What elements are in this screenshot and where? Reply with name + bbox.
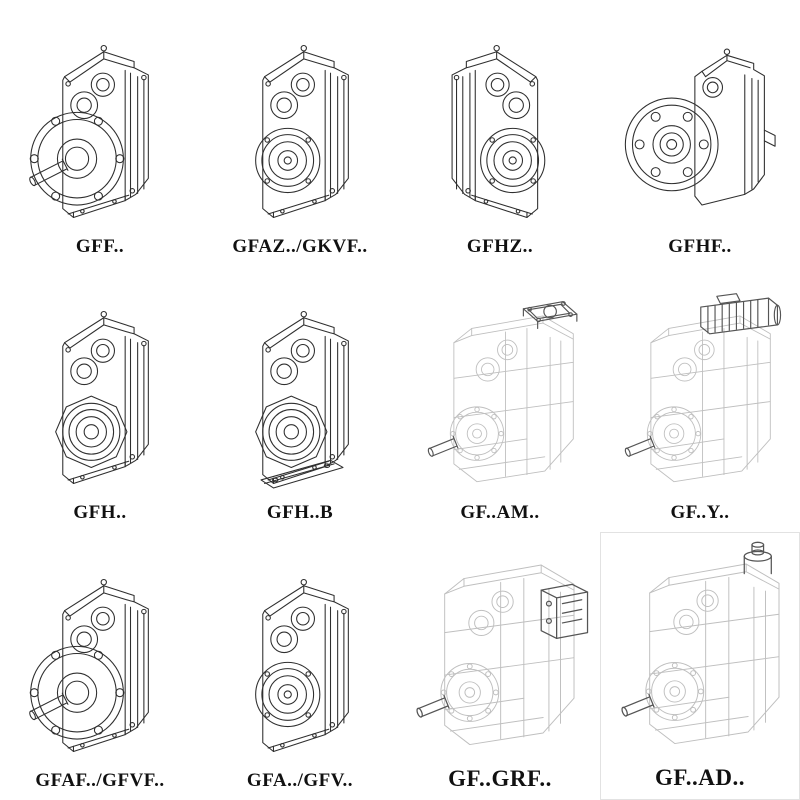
product-label: GFHF.. [668, 236, 732, 257]
product-label: GFH.. [73, 502, 127, 523]
gear-unit-drawing-hollow-shaft [220, 25, 380, 230]
gear-unit-drawing-shaft-mounted-base [220, 291, 380, 496]
product-cell-gfa-gfv: GFA../GFV.. [200, 532, 400, 800]
product-cell-gfh-b: GFH..B [200, 266, 400, 532]
product-cell-gfh: GFH.. [0, 266, 200, 532]
product-cell-gf-am: GF..AM.. [400, 266, 600, 532]
product-label: GFHZ.. [466, 236, 534, 257]
product-label: GF..GRF.. [448, 766, 552, 791]
product-cell-gfhz: GFHZ.. [400, 0, 600, 266]
product-cell-gf-grf: GF..GRF.. [400, 532, 600, 800]
gear-unit-drawing-input-shaft-adapter-phantom [613, 537, 787, 759]
product-cell-gfaz-gkvf: GFAZ../GKVF.. [200, 0, 400, 266]
gear-unit-drawing-shaft-mounted [20, 291, 180, 496]
product-cell-gfhf: GFHF.. [600, 0, 800, 266]
product-cell-gfaf-gfvf: GFAF../GFVF.. [0, 532, 200, 800]
product-cell-gff: GFF.. [0, 0, 200, 266]
product-label: GFAZ../GKVF.. [232, 236, 368, 257]
gear-unit-drawing-motor-mounted-phantom [617, 291, 783, 496]
product-label: GFAF../GFVF.. [35, 770, 165, 791]
gear-unit-drawing-hollow-shaft-variant [220, 559, 380, 764]
product-cell-gf-ad: GF..AD.. [600, 532, 800, 800]
product-label: GFH..B [266, 502, 334, 523]
gear-unit-drawing-flange-output-variant [20, 559, 180, 764]
product-cell-gf-y: GF..Y.. [600, 266, 800, 532]
gear-unit-drawing-front-flange [620, 25, 780, 230]
product-label: GFA../GFV.. [246, 770, 354, 791]
gear-unit-drawing-grf-adapter-phantom [408, 538, 591, 760]
product-label: GF..AD.. [654, 765, 746, 790]
product-label: GF..AM.. [460, 502, 540, 523]
gear-unit-drawing-iec-adapter-phantom [420, 291, 580, 496]
gear-unit-drawing-hollow-shaft-reverse [420, 25, 580, 230]
gear-unit-drawing-flange-output [20, 25, 180, 230]
product-label: GFF.. [75, 236, 125, 257]
product-label: GF..Y.. [670, 502, 730, 523]
